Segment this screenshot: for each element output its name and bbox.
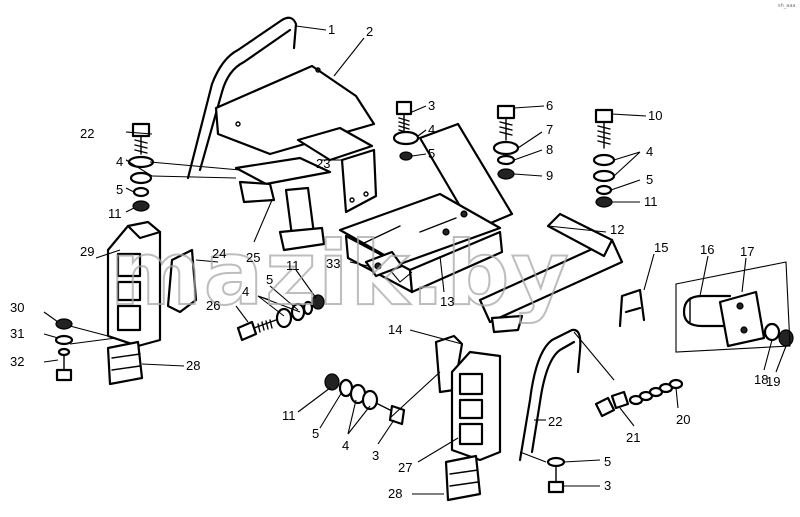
bracket-15 — [618, 288, 646, 328]
callout-29: 29 — [80, 244, 94, 259]
callout-9: 9 — [546, 168, 553, 183]
central-frame — [338, 122, 514, 294]
callout-23: 23 — [316, 156, 330, 171]
bracket-housing-29 — [106, 220, 162, 348]
bolt-stack-bottom — [324, 373, 406, 426]
callout-24: 24 — [212, 246, 226, 261]
blocks-21 — [594, 390, 630, 418]
callout-21: 21 — [626, 430, 640, 445]
callout-4: 4 — [342, 438, 349, 453]
callout-19: 19 — [766, 374, 780, 389]
callout-labels: 1 2 3 4 5 6 7 8 9 10 4 5 11 12 13 14 15 … — [10, 22, 780, 501]
callout-4: 4 — [116, 154, 123, 169]
plate-28-top — [106, 340, 144, 386]
bracket-housing-27 — [450, 350, 502, 462]
callout-5: 5 — [604, 454, 611, 469]
callout-32: 32 — [10, 354, 24, 369]
bolt-stack-6-9 — [492, 104, 520, 180]
plate-17 — [718, 290, 766, 348]
callout-1: 1 — [328, 22, 335, 37]
handrail-hoop-bottom — [518, 328, 582, 462]
callout-28: 28 — [186, 358, 200, 373]
callout-5: 5 — [116, 182, 123, 197]
leader-lines — [43, 25, 787, 495]
callout-7: 7 — [546, 122, 553, 137]
callout-33: 33 — [326, 256, 340, 271]
callout-17: 17 — [740, 244, 754, 259]
chain-20 — [628, 378, 684, 406]
corner-mark: sh_aaa — [778, 3, 795, 9]
callout-3: 3 — [604, 478, 611, 493]
right-rail — [478, 212, 624, 334]
callout-11: 11 — [644, 194, 658, 209]
callout-31: 31 — [10, 326, 24, 341]
callout-20: 20 — [676, 412, 690, 427]
callout-4: 4 — [242, 284, 249, 299]
bolt-stack-30-32 — [54, 318, 74, 382]
callout-26: 26 — [206, 298, 220, 313]
bolt-stack-10 — [592, 108, 616, 208]
callout-8: 8 — [546, 142, 553, 157]
bolt-stack-bottom-right — [546, 456, 566, 494]
plate-28-bottom — [444, 454, 482, 502]
callout-11: 11 — [108, 206, 122, 221]
callout-2: 2 — [366, 24, 373, 39]
bolt-stack-22 — [127, 122, 155, 212]
handrail-hoop — [186, 16, 298, 180]
strut-24 — [166, 248, 198, 314]
callout-16: 16 — [700, 242, 714, 257]
callout-12: 12 — [610, 222, 624, 237]
callout-15: 15 — [654, 240, 668, 255]
detail-box-16-19 — [675, 261, 791, 353]
callout-5: 5 — [646, 172, 653, 187]
u-bolt-16 — [682, 294, 732, 328]
bracket-23 — [296, 126, 378, 214]
callout-28: 28 — [388, 486, 402, 501]
callout-5: 5 — [312, 426, 319, 441]
bolt-stack-3 — [392, 100, 420, 161]
callout-5: 5 — [428, 146, 435, 161]
bolt-26 — [236, 294, 325, 342]
fasteners-33 — [364, 250, 404, 278]
callout-4: 4 — [428, 122, 435, 137]
watermark-text: mazik.by — [110, 222, 571, 325]
callout-27: 27 — [398, 460, 412, 475]
callout-11: 11 — [286, 258, 300, 273]
callout-25: 25 — [246, 250, 260, 265]
callout-6: 6 — [546, 98, 553, 113]
callout-22: 22 — [80, 126, 94, 141]
callout-3: 3 — [428, 98, 435, 113]
callout-22: 22 — [548, 414, 562, 429]
callout-11: 11 — [282, 408, 296, 423]
callout-13: 13 — [440, 294, 454, 309]
callout-18: 18 — [754, 372, 768, 387]
callout-4: 4 — [646, 144, 653, 159]
left-bracket-frame — [234, 156, 332, 252]
callout-14: 14 — [388, 322, 402, 337]
callout-30: 30 — [10, 300, 24, 315]
callout-10: 10 — [648, 108, 662, 123]
callout-5: 5 — [266, 272, 273, 287]
callout-3: 3 — [372, 448, 379, 463]
